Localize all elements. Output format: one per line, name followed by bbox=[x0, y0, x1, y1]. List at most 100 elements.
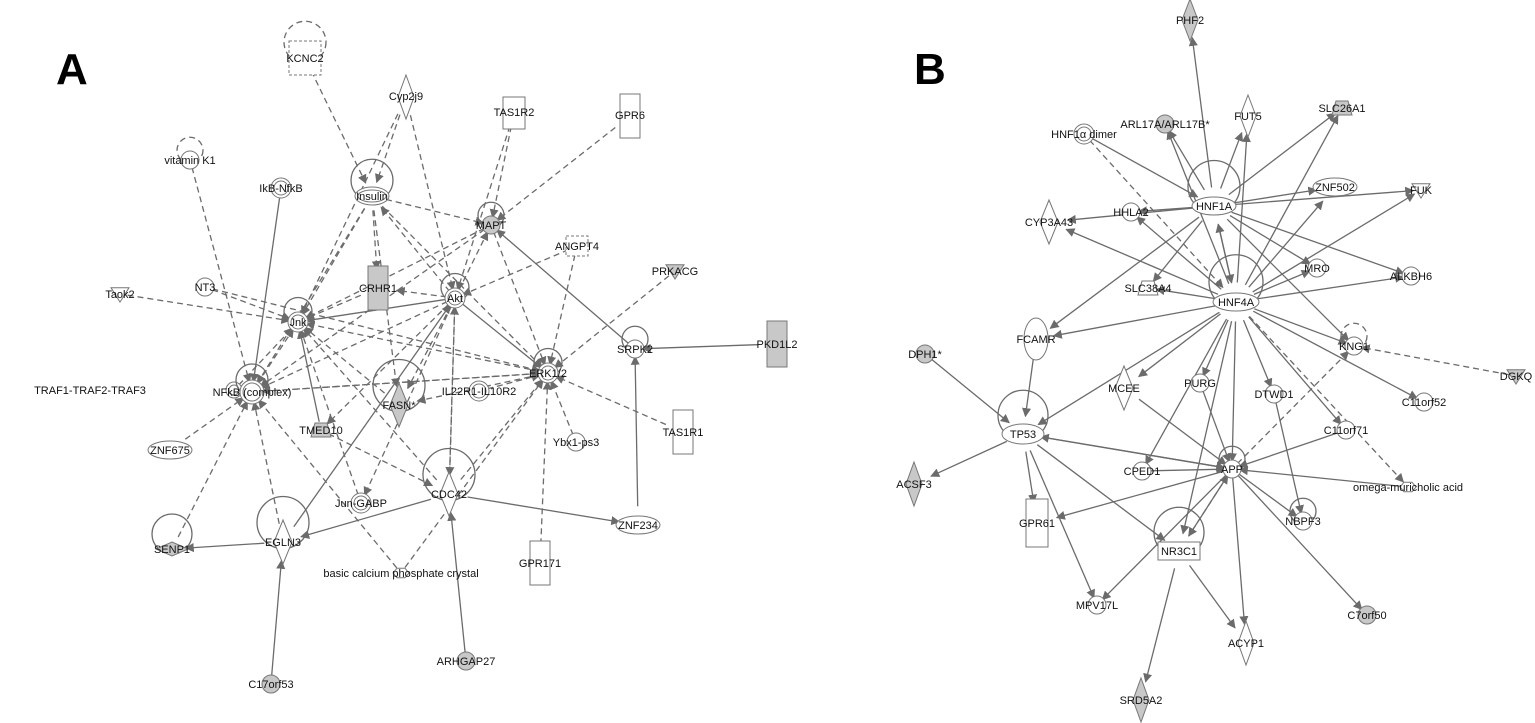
node-phf2[interactable]: PHF2 bbox=[1176, 0, 1204, 43]
node-shape-rect bbox=[1025, 498, 1049, 548]
edge-c11orf71-to-app bbox=[1238, 431, 1340, 469]
node-gpr171[interactable]: GPR171 bbox=[519, 540, 561, 586]
node-c17orf53[interactable]: C17orf53 bbox=[248, 674, 294, 694]
node-kng1[interactable]: KNG1 bbox=[1339, 322, 1369, 356]
node-arl17a[interactable]: ARL17A/ARL17B* bbox=[1120, 114, 1210, 134]
edge-nr3c1-to-app bbox=[1188, 474, 1229, 537]
node-crhr1[interactable]: CRHR1 bbox=[359, 265, 397, 311]
node-fcamr[interactable]: FCAMR bbox=[1016, 317, 1056, 361]
node-prkacg[interactable]: PRKACG bbox=[652, 264, 698, 281]
node-znf502[interactable]: ZNF502 bbox=[1312, 177, 1358, 197]
node-ikbnfkb[interactable]: IkB-NfkB bbox=[259, 177, 303, 199]
node-shape-circle bbox=[1307, 258, 1327, 278]
node-vitamink1[interactable]: vitamin K1 bbox=[164, 136, 216, 170]
node-srpk2[interactable]: SRPK2 bbox=[617, 325, 653, 359]
node-hnf1a[interactable]: HNF1A bbox=[1187, 159, 1241, 216]
node-nbpf3[interactable]: NBPF3 bbox=[1285, 497, 1321, 531]
node-c11orf52[interactable]: C11orf52 bbox=[1402, 392, 1446, 412]
node-shape-circle-inner bbox=[353, 495, 369, 511]
node-pkd1l2[interactable]: PKD1L2 bbox=[757, 320, 798, 368]
node-traf[interactable]: TRAF1-TRAF2-TRAF3 bbox=[34, 381, 243, 399]
node-shape-rect bbox=[565, 235, 589, 257]
node-cyp2j9[interactable]: Cyp2j9 bbox=[389, 73, 423, 121]
edge-vitamink1-to-nfkb bbox=[191, 167, 252, 383]
node-fut5[interactable]: FUT5 bbox=[1234, 93, 1262, 139]
node-gpr6[interactable]: GPR6 bbox=[615, 93, 645, 139]
node-akt[interactable]: Akt bbox=[440, 272, 470, 309]
node-insulin[interactable]: Insulin bbox=[350, 158, 394, 206]
edge-mcee-to-app bbox=[1138, 398, 1227, 465]
node-srd5a2[interactable]: SRD5A2 bbox=[1120, 676, 1163, 723]
node-cdc42[interactable]: CDC42 bbox=[422, 447, 476, 518]
node-arhgap27[interactable]: ARHGAP27 bbox=[437, 651, 496, 671]
node-acsf3[interactable]: ACSF3 bbox=[896, 460, 932, 508]
node-label: SENP1 bbox=[154, 544, 190, 556]
node-il22r1[interactable]: IL22R1-IL10R2 bbox=[442, 380, 517, 402]
node-bcpc[interactable]: basic calcium phosphate crystal bbox=[323, 567, 479, 580]
node-hnf4a[interactable]: HNF4A bbox=[1208, 254, 1264, 312]
node-znf234[interactable]: ZNF234 bbox=[615, 515, 661, 535]
node-dph1[interactable]: DPH1* bbox=[908, 344, 943, 364]
node-jungabp[interactable]: Jun-GABP bbox=[335, 492, 387, 514]
node-znf675[interactable]: ZNF675 bbox=[147, 440, 193, 460]
node-mapt[interactable]: MAPT bbox=[476, 201, 507, 235]
node-taok2[interactable]: Taok2 bbox=[105, 287, 135, 304]
node-cyp3a43[interactable]: CYP3A43 bbox=[1025, 198, 1073, 246]
node-ybx1[interactable]: Ybx1-ps3 bbox=[553, 432, 599, 452]
node-gpr61[interactable]: GPR61 bbox=[1019, 498, 1055, 548]
node-jnk[interactable]: Jnk bbox=[283, 296, 313, 333]
node-shape-diamond bbox=[1181, 0, 1199, 43]
node-mro[interactable]: MRO bbox=[1304, 258, 1330, 278]
node-alkbh6[interactable]: ALKBH6 bbox=[1390, 266, 1432, 286]
node-kcnc2[interactable]: KCNC2 bbox=[283, 20, 327, 76]
node-dgkq[interactable]: DGKQ bbox=[1500, 369, 1533, 386]
edge-il22r1-to-erk12 bbox=[487, 372, 541, 390]
node-egln3[interactable]: EGLN3 bbox=[256, 495, 310, 566]
node-app[interactable]: APP bbox=[1218, 445, 1246, 479]
edge-cdc42-to-egln3 bbox=[300, 498, 432, 539]
node-tp53[interactable]: TP53 bbox=[997, 389, 1049, 445]
edge-app-to-kng1 bbox=[1236, 350, 1350, 465]
edge-tp53-to-app bbox=[1040, 436, 1226, 471]
node-mpv17l[interactable]: MPV17L bbox=[1076, 595, 1118, 615]
node-hnf1adimer[interactable]: HNF1α dimer bbox=[1051, 123, 1117, 145]
node-label: KNG1 bbox=[1339, 341, 1369, 353]
node-label: ERK1/2 bbox=[529, 368, 567, 380]
node-erk12[interactable]: ERK1/2 bbox=[529, 347, 567, 384]
edge-egln3-to-nfkb bbox=[251, 401, 280, 524]
node-fasn[interactable]: FASN* bbox=[372, 358, 426, 429]
node-dtwd1[interactable]: DTWD1 bbox=[1254, 384, 1294, 404]
edge-dgkq-to-kng1 bbox=[1360, 344, 1509, 376]
node-nt3[interactable]: NT3 bbox=[195, 277, 216, 297]
node-nr3c1[interactable]: NR3C1 bbox=[1153, 506, 1205, 561]
node-acyp1[interactable]: ACYP1 bbox=[1228, 619, 1264, 667]
node-tas1r1[interactable]: TAS1R1 bbox=[663, 409, 704, 455]
node-label: HHLA2 bbox=[1113, 207, 1148, 219]
node-shape-diamond bbox=[397, 73, 415, 121]
node-nfkb[interactable]: NFkB (complex) bbox=[213, 363, 292, 405]
node-purg[interactable]: PURG bbox=[1184, 373, 1216, 393]
node-hhla2[interactable]: HHLA2 bbox=[1113, 202, 1149, 222]
node-cped1[interactable]: CPED1 bbox=[1124, 461, 1161, 481]
edge-dph1-to-tp53 bbox=[930, 358, 1010, 424]
node-mcee[interactable]: MCEE bbox=[1108, 364, 1140, 412]
edge-ikbnfkb-to-nfkb bbox=[250, 196, 281, 383]
node-angpt4[interactable]: ANGPT4 bbox=[555, 235, 599, 257]
node-tmed10[interactable]: TMED10 bbox=[299, 422, 343, 438]
node-shape-rect bbox=[672, 409, 694, 455]
node-c11orf71[interactable]: C11orf71 bbox=[1324, 420, 1368, 440]
node-omega[interactable]: omega-muricholic acid bbox=[1353, 481, 1463, 494]
node-fuk[interactable]: FUK bbox=[1410, 183, 1433, 200]
node-senp1[interactable]: SENP1 bbox=[151, 513, 193, 557]
node-label: basic calcium phosphate crystal bbox=[323, 568, 478, 580]
node-shape-circle bbox=[915, 344, 935, 364]
node-shape-circle-inner bbox=[290, 314, 306, 330]
edge-gpr6-to-mapt bbox=[496, 126, 616, 221]
edge-akt-to-tmed10 bbox=[326, 303, 450, 425]
node-slc38a4[interactable]: SLC38A4 bbox=[1124, 280, 1172, 296]
node-shape-diamond bbox=[1114, 364, 1134, 412]
node-c7orf50[interactable]: C7orf50 bbox=[1347, 605, 1387, 625]
node-tas1r2[interactable]: TAS1R2 bbox=[494, 96, 535, 130]
node-slc26a1[interactable]: SLC26A1 bbox=[1318, 100, 1366, 116]
